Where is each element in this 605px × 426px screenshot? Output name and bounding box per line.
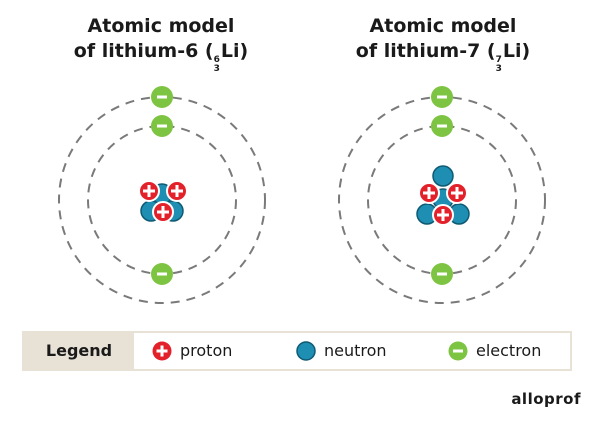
- atomic-number: 3: [213, 64, 220, 74]
- title-line1: Atomic model: [369, 15, 517, 37]
- legend: Legend proton neutron electron: [22, 331, 572, 371]
- electron: [431, 115, 453, 137]
- atomic-models-diagram: [58, 86, 546, 304]
- proton: [138, 180, 160, 202]
- title-line1: Atomic model: [87, 15, 235, 37]
- title-suffix: ): [239, 40, 249, 62]
- element-symbol: Li: [220, 40, 240, 62]
- electron: [151, 86, 173, 108]
- title-prefix: of lithium-6 (: [73, 40, 214, 62]
- legend-proton-label: proton: [180, 341, 233, 360]
- mass-number: 6: [213, 55, 220, 65]
- electron: [151, 115, 173, 137]
- proton: [166, 180, 188, 202]
- proton: [432, 204, 454, 226]
- proton: [446, 182, 468, 204]
- nucleus: [138, 180, 188, 223]
- atomic-number: 3: [495, 64, 502, 74]
- mass-number: 7: [495, 55, 502, 65]
- legend-neutron-label: neutron: [324, 341, 387, 360]
- neutron-icon: [296, 341, 316, 361]
- nucleus: [416, 165, 470, 226]
- electron: [151, 263, 173, 285]
- atom-lithium-7: [338, 86, 546, 304]
- brand-logo: alloprof: [511, 390, 581, 408]
- electron-icon: [448, 341, 468, 361]
- electron: [431, 263, 453, 285]
- proton: [152, 201, 174, 223]
- electron: [431, 86, 453, 108]
- legend-electron-label: electron: [476, 341, 542, 360]
- atom-lithium-6: [58, 86, 266, 304]
- proton: [418, 182, 440, 204]
- title-prefix: of lithium-7 (: [355, 40, 496, 62]
- element-symbol: Li: [502, 40, 522, 62]
- proton-icon: [152, 341, 172, 361]
- title-suffix: ): [521, 40, 531, 62]
- neutron: [432, 165, 454, 187]
- legend-heading: Legend: [24, 333, 134, 369]
